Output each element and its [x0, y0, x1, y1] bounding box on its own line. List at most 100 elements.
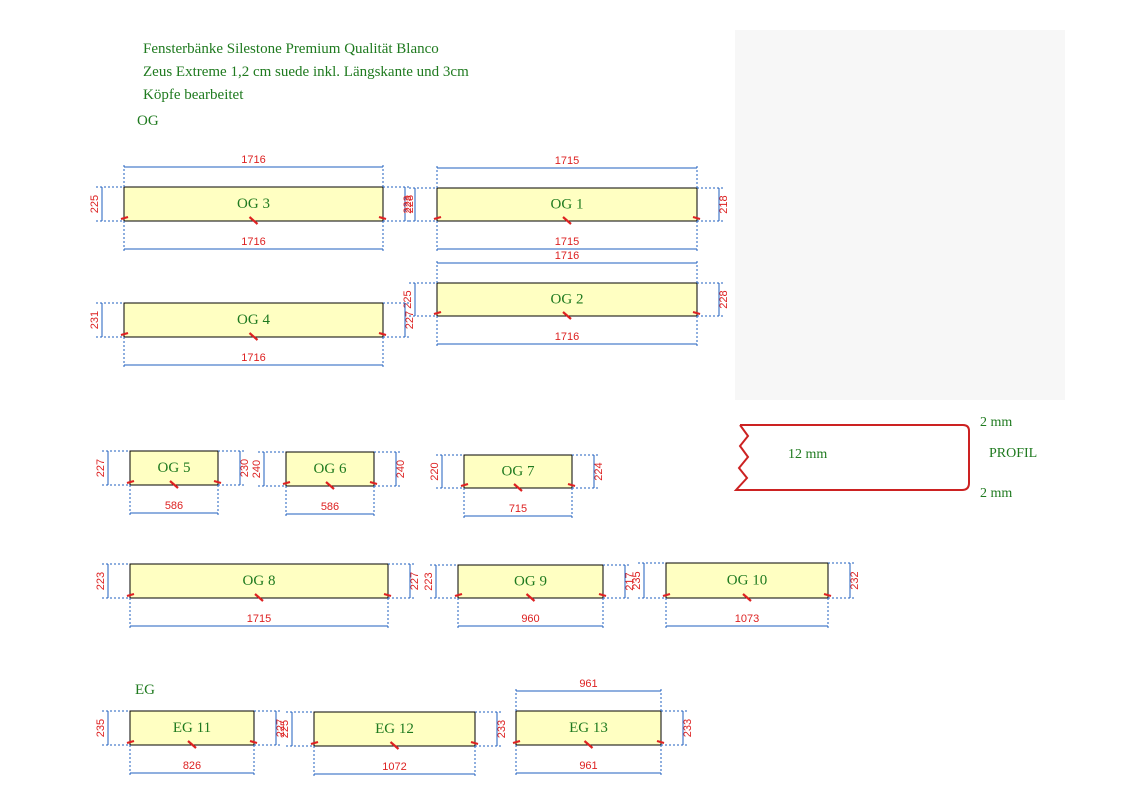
edge-marker: [583, 740, 594, 749]
corner-marker-right: [383, 592, 392, 598]
piece-og-7: OG 7 715 220 224: [429, 454, 605, 519]
profile-outline: [733, 424, 970, 491]
dim-bottom: 960: [521, 613, 539, 625]
dim-left: 220: [429, 462, 441, 480]
edge-marker: [187, 740, 197, 749]
corner-marker-right: [213, 479, 222, 485]
corner-marker-right: [656, 739, 665, 745]
corner-marker-left: [120, 331, 129, 337]
piece-rect: [129, 710, 255, 746]
profile-thickness: 12 mm: [788, 447, 827, 462]
dim-bottom: 1073: [735, 613, 759, 625]
edge-marker: [325, 481, 335, 490]
piece-label: OG 4: [237, 312, 270, 328]
piece-label: EG 11: [173, 720, 211, 736]
piece-label: OG 8: [243, 573, 276, 589]
edge-marker: [169, 480, 179, 489]
dim-right: 233: [682, 719, 694, 737]
dim-bottom: 961: [579, 760, 597, 772]
dim-bottom: 1715: [247, 613, 271, 625]
edge-marker: [742, 593, 752, 602]
dim-left: 227: [95, 459, 107, 477]
corner-marker-left: [126, 479, 135, 485]
corner-marker-left: [126, 739, 135, 745]
dim-bottom: 715: [509, 503, 527, 515]
dim-right: 224: [593, 462, 605, 480]
piece-label: EG 13: [569, 720, 608, 736]
piece-label: OG 10: [727, 573, 767, 589]
corner-marker-right: [470, 740, 479, 746]
piece-label: OG 5: [158, 460, 191, 476]
dim-right: 228: [404, 195, 416, 213]
dim-top: 1716: [241, 154, 265, 166]
piece-rect: [436, 187, 698, 222]
corner-marker-right: [567, 482, 576, 488]
profile-label: PROFIL: [989, 446, 1037, 461]
corner-marker-left: [126, 592, 135, 598]
piece-rect: [436, 282, 698, 317]
title-block: Fensterbänke Silestone Premium Qualität …: [143, 38, 469, 107]
piece-eg-13: EG 13 961 961 233: [512, 678, 694, 776]
dim-top: 961: [579, 678, 597, 690]
corner-marker-right: [692, 310, 701, 316]
piece-rect: [515, 710, 662, 746]
dim-bottom: 1716: [241, 352, 265, 364]
piece-rect: [285, 451, 375, 487]
dim-right: 230: [239, 459, 251, 477]
corner-marker-left: [120, 215, 129, 221]
piece-label: EG 12: [375, 721, 414, 737]
piece-label: OG 3: [237, 196, 270, 212]
dim-right: 227: [409, 572, 421, 590]
section-label-eg: EG: [135, 682, 155, 698]
dim-left: 223: [402, 195, 414, 213]
dim-bottom: 1716: [241, 236, 265, 248]
piece-rect: [457, 564, 604, 599]
corner-marker-left: [282, 480, 291, 486]
piece-label: OG 7: [502, 464, 535, 480]
dim-left: 235: [95, 719, 107, 737]
corner-marker-right: [369, 480, 378, 486]
corner-marker-left: [454, 592, 463, 598]
dim-bottom: 1716: [555, 331, 579, 343]
edge-marker: [525, 593, 536, 602]
corner-marker-right: [823, 592, 832, 598]
edge-marker: [562, 216, 572, 225]
piece-og-4: OG 4 1716 231 227: [89, 302, 416, 368]
dim-bottom: 586: [165, 500, 183, 512]
dim-right: 218: [718, 195, 730, 213]
profile-top-edge: 2 mm: [980, 415, 1012, 430]
profile-diagram: 12 mm 2 mm 2 mm PROFIL: [733, 415, 1037, 501]
piece-rect: [665, 562, 829, 599]
corner-marker-left: [433, 310, 442, 316]
dim-left: 231: [89, 311, 101, 329]
dim-bottom: 1072: [382, 761, 406, 773]
dim-left: 223: [95, 572, 107, 590]
dim-left: 235: [631, 571, 643, 589]
piece-eg-12: EG 12 1072 225 233: [279, 711, 508, 777]
title-line-3: Köpfe bearbeitet: [143, 87, 244, 103]
title-line-1: Fensterbänke Silestone Premium Qualität …: [143, 41, 439, 57]
piece-label: OG 2: [551, 292, 584, 308]
corner-marker-right: [692, 215, 701, 221]
corner-marker-left: [433, 215, 442, 221]
dim-right: 227: [275, 719, 287, 737]
corner-marker-left: [662, 592, 671, 598]
piece-label: OG 9: [514, 574, 547, 590]
edge-marker: [389, 741, 400, 750]
dim-right: 217: [624, 572, 636, 590]
dim-bottom: 586: [321, 501, 339, 513]
dim-left: 223: [423, 572, 435, 590]
dim-left: 240: [251, 460, 263, 478]
dim-bottom: 826: [183, 760, 201, 772]
piece-og-5: OG 5 586 227 230: [95, 450, 251, 516]
dim-right: 233: [496, 720, 508, 738]
corner-marker-right: [249, 739, 258, 745]
piece-eg-11: EG 11 826 235 227: [95, 710, 287, 776]
dim-top: 1716: [555, 250, 579, 262]
dim-left: 225: [279, 720, 291, 738]
dim-right: 227: [404, 311, 416, 329]
